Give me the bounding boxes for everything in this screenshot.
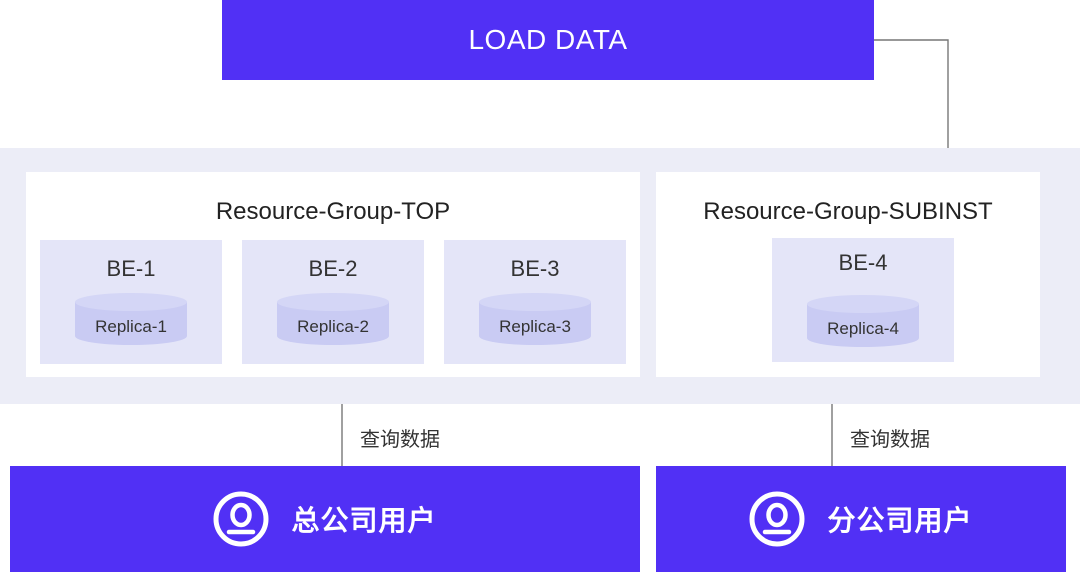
backend-be-2: BE-2 Replica-2 [242,240,424,364]
replica-cylinder-icon [75,293,187,345]
load-connector [874,39,953,174]
load-data-box: LOAD DATA [222,0,874,80]
replica-label: Replica-2 [297,317,369,336]
replica-label: Replica-3 [499,317,571,336]
user-icon [749,491,805,547]
backend-name: BE-2 [308,256,358,281]
replica-cylinder-icon [277,293,389,345]
replica-label: Replica-1 [95,317,167,336]
backend-name: BE-4 [838,250,888,275]
user-icon [213,491,269,547]
backend-name: BE-3 [510,256,560,281]
backend-name: BE-1 [106,256,156,281]
replica-label: Replica-4 [827,319,899,338]
resource-group-top: Resource-Group-TOP BE-1 Replica-1 BE-2 R… [26,172,640,377]
backend-be-3: BE-3 Replica-3 [444,240,626,364]
backend-be-1: BE-1 Replica-1 [40,240,222,364]
replica-cylinder-icon [807,295,919,347]
headquarters-user-box: 总公司用户 [10,466,640,572]
query-label-sub: 查询数据 [850,429,930,451]
replica-cylinder-icon [479,293,591,345]
group-title-subinst: Resource-Group-SUBINST [703,198,993,225]
backend-be-4: BE-4 Replica-4 [772,238,954,362]
branch-user-box: 分公司用户 [656,466,1066,572]
branch-user-label: 分公司用户 [827,505,973,536]
group-title-top: Resource-Group-TOP [215,198,451,225]
query-label-top: 查询数据 [360,429,440,451]
load-data-label: LOAD DATA [468,24,628,55]
resource-group-subinst: Resource-Group-SUBINST BE-4 Replica-4 [656,172,1040,377]
headquarters-user-label: 总公司用户 [291,505,437,536]
